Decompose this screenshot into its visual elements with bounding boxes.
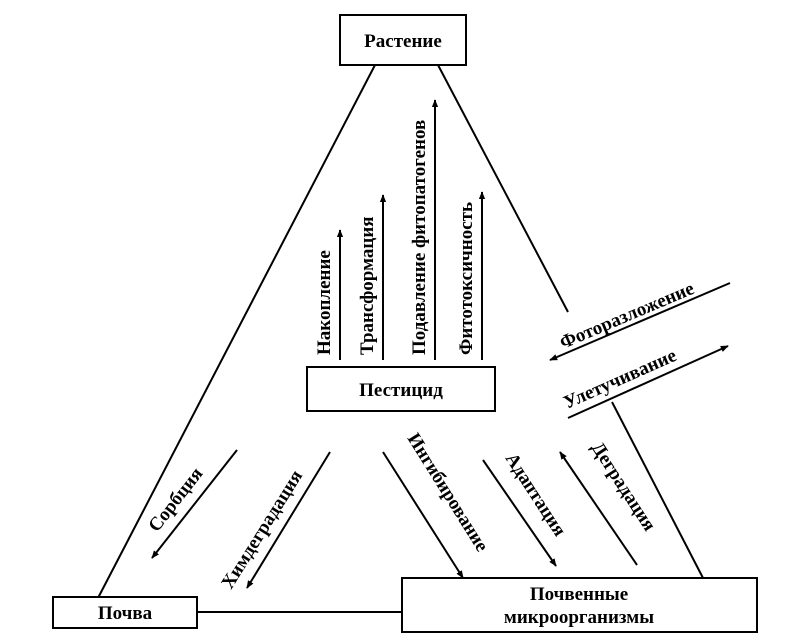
- arrow-adaptation: [482, 459, 557, 567]
- arrow-inhibition: [382, 451, 464, 579]
- pesticide-box: [306, 366, 496, 412]
- arrow-sorption: [151, 449, 238, 559]
- plant-box: [339, 14, 467, 66]
- microbes-label-line2: микроорганизмы: [504, 607, 654, 628]
- label-photodecomposition: Фоторазложение: [557, 278, 698, 354]
- label-volatilization: Улетучивание: [560, 345, 679, 413]
- label-phytotoxicity: Фитотоксичность: [456, 202, 477, 355]
- label-transformation: Трансформация: [357, 216, 378, 355]
- label-accumulation: Накопление: [314, 250, 335, 355]
- pesticide-label: Пестицид: [359, 380, 443, 401]
- arrow-volatilization: [567, 345, 729, 419]
- soil-box: [52, 596, 198, 629]
- label-chemical-degradation: Химдеградация: [217, 466, 307, 592]
- line-plant-microbes: [437, 64, 569, 313]
- label-adaptation: Адаптация: [501, 449, 570, 540]
- plant-label: Растение: [364, 31, 442, 52]
- microbes-box: [401, 577, 758, 633]
- arrow-photodecomposition: [549, 282, 731, 361]
- line-microbes-volatilization: [611, 401, 704, 579]
- microbes-label-line1: Почвенные: [530, 584, 628, 605]
- label-degradation: Деградация: [587, 438, 660, 535]
- line-plant-soil: [97, 64, 376, 599]
- label-pathogen-suppression: Подавление фитопатогенов: [409, 120, 430, 355]
- soil-label: Почва: [98, 603, 153, 624]
- arrow-degradation: [559, 451, 638, 566]
- arrow-chemical-degradation: [246, 451, 331, 589]
- label-inhibition: Ингибирование: [403, 430, 493, 556]
